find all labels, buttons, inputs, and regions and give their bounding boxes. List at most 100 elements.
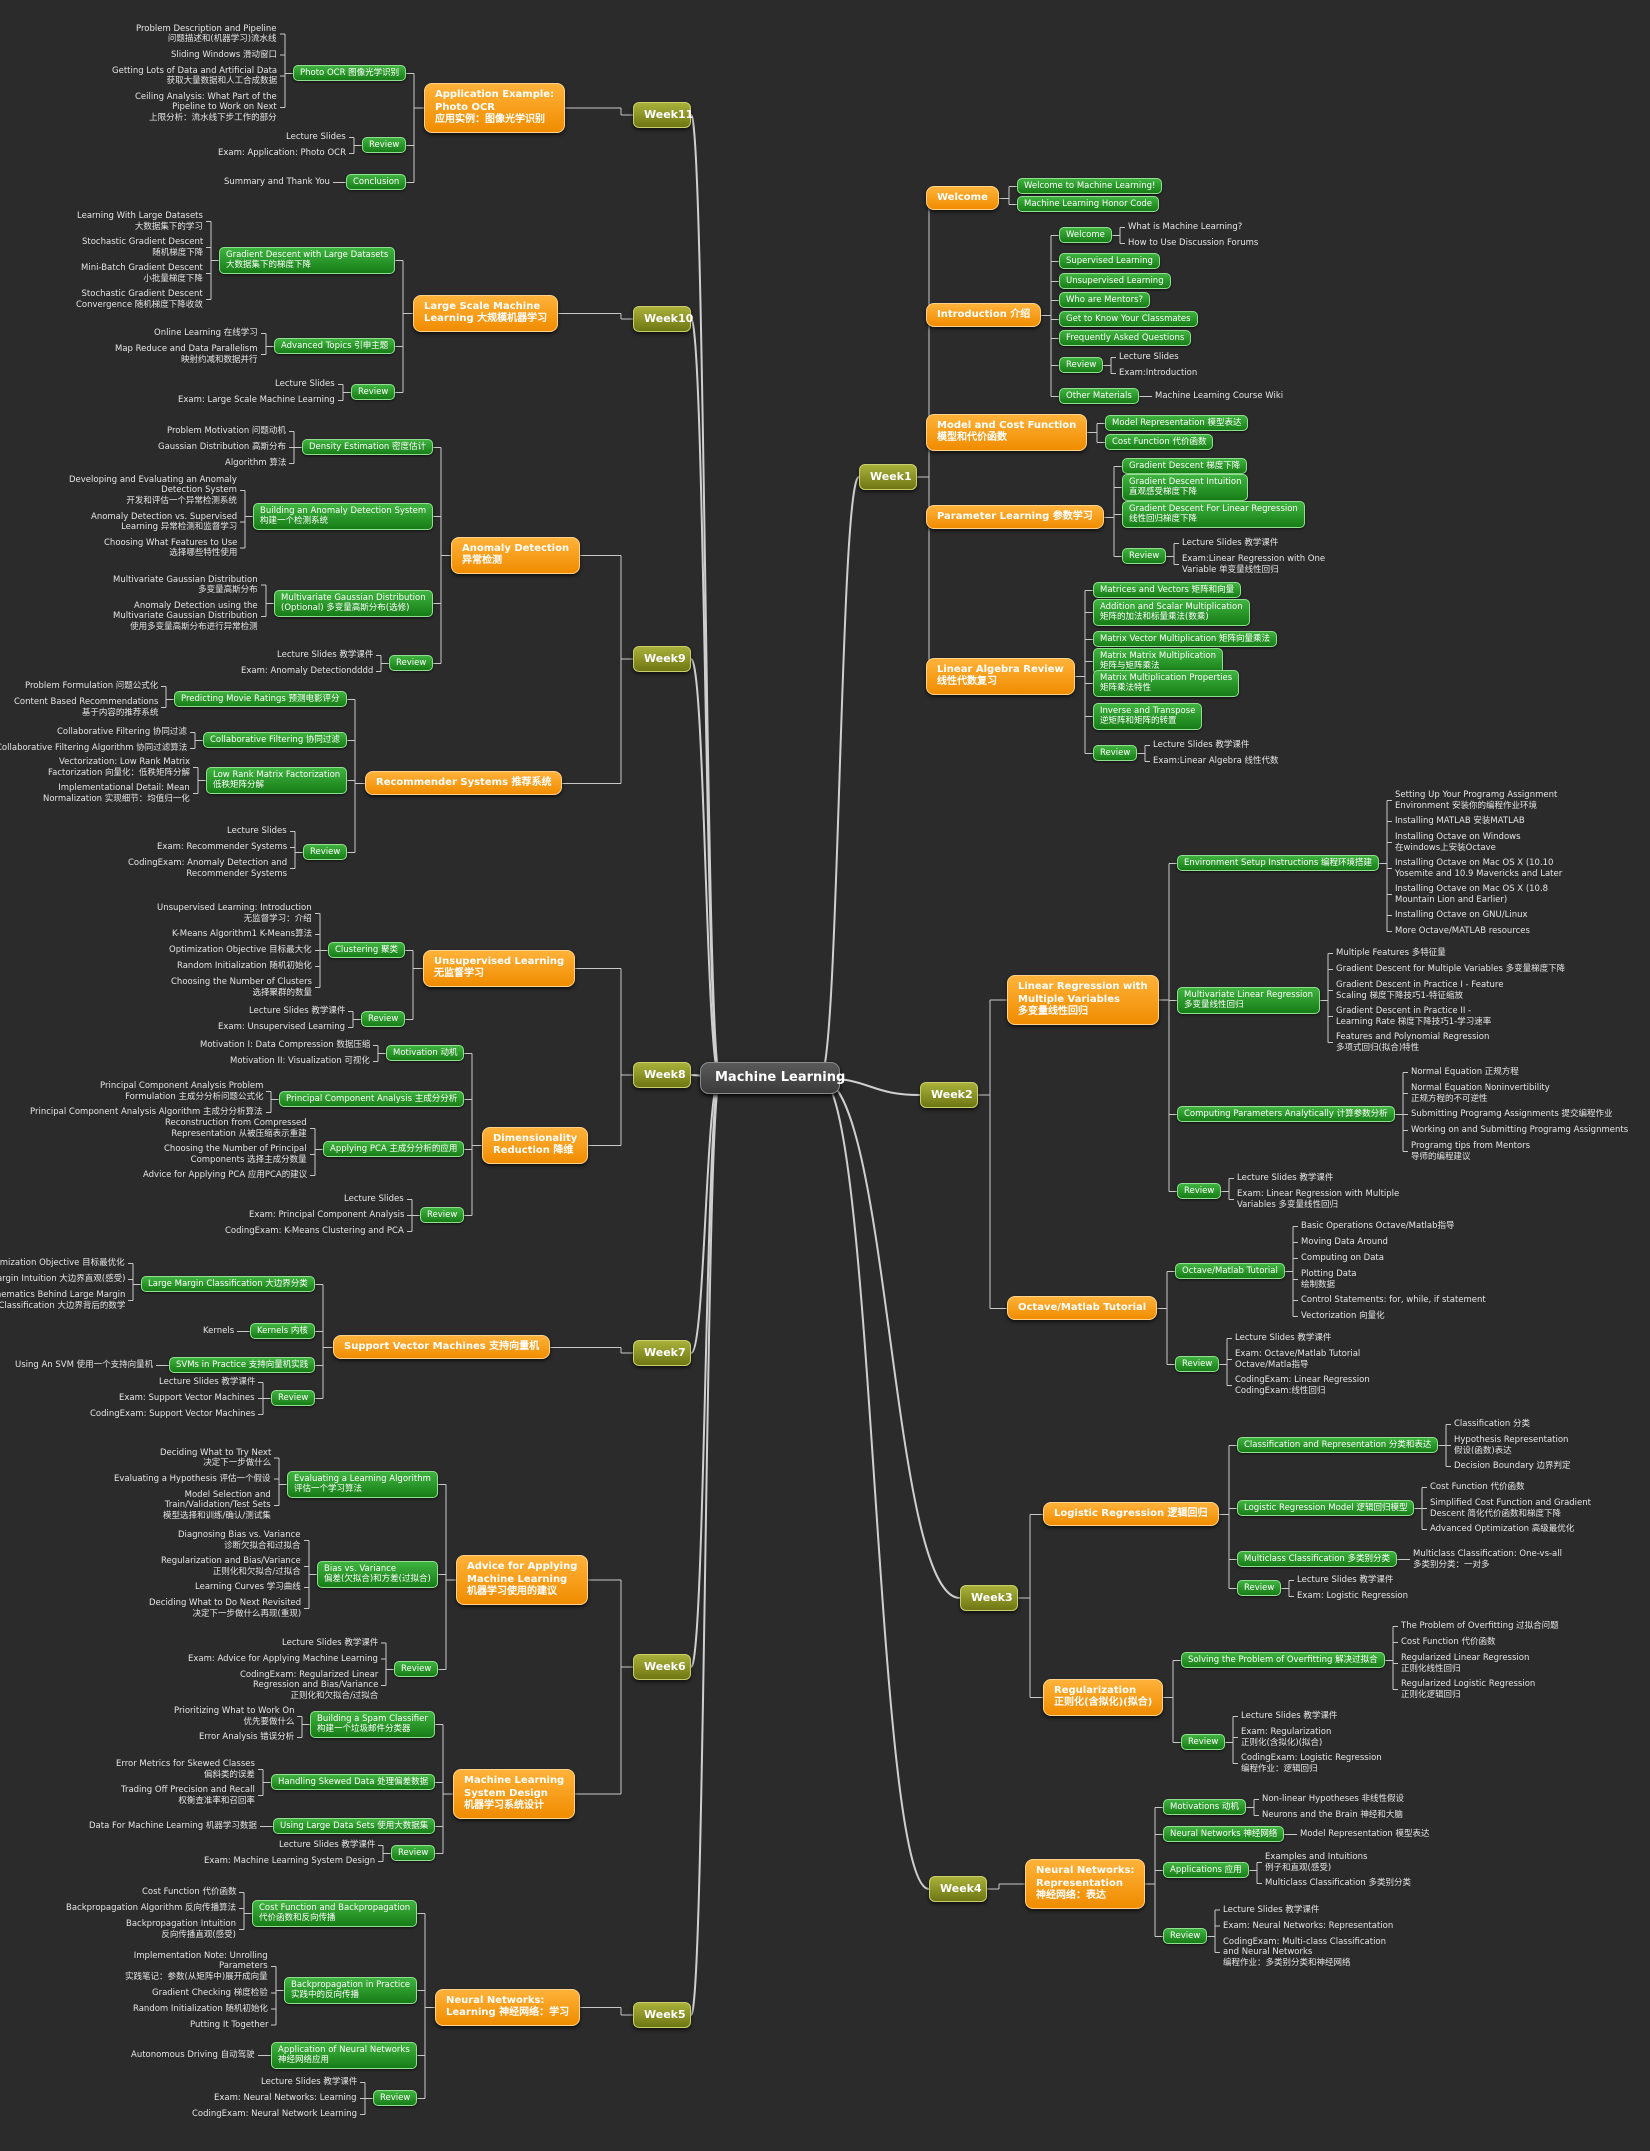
section-node[interactable]: Review (271, 1389, 316, 1407)
leaf-topic[interactable]: Exam: Advice for Applying Machine Learni… (188, 1653, 378, 1664)
leaf-topic[interactable]: Ceiling Analysis: What Part of the Pipel… (135, 91, 277, 123)
leaf-topic[interactable]: Lecture Slides (286, 132, 346, 142)
topic-node[interactable]: Welcome (926, 185, 999, 210)
week-node-week3[interactable]: Week3 (960, 1585, 1018, 1611)
topic-node[interactable]: Neural Networks: Learning 神经网络：学习 (435, 1988, 581, 2026)
leaf-topic[interactable]: Exam: Octave/Matlab Tutorial Octave/Matl… (1235, 1349, 1361, 1370)
leaf-topic[interactable]: Random Initialization 随机初始化 (177, 961, 312, 971)
leaf-topic[interactable]: Algorithm 算法 (225, 458, 287, 468)
leaf-topic[interactable]: Lecture Slides 教学课件 (249, 1006, 346, 1016)
leaf-topic[interactable]: CodingExam: Regularized Linear Regressio… (240, 1669, 379, 1701)
leaf-topic[interactable]: Content Based Recommendations 基于内容的推荐系统 (14, 697, 159, 718)
section-node[interactable]: Unsupervised Learning (1059, 272, 1171, 290)
leaf-topic[interactable]: CodingExam: Anomaly Detection and Recomm… (128, 858, 288, 879)
leaf-topic[interactable]: Problem Description and Pipeline 问题描述和(机… (136, 23, 277, 45)
leaf-topic[interactable]: Large Margin Intuition 大边界直观(感受) (0, 1274, 126, 1284)
section-node[interactable]: Gradient Descent with Large Datasets 大数据… (219, 246, 396, 274)
week-node-week7[interactable]: Week7 (633, 1340, 691, 1366)
leaf-topic[interactable]: CodingExam: K-Means Clustering and PCA (225, 1226, 404, 1236)
section-node[interactable]: Predicting Movie Ratings 预测电影评分 (174, 690, 347, 708)
leaf-topic[interactable]: Map Reduce and Data Parallelism 映射约减和数据并… (115, 344, 258, 365)
leaf-topic[interactable]: Exam: Machine Learning System Design (204, 1856, 376, 1866)
topic-node[interactable]: Neural Networks: Representation 神经网络：表达 (1025, 1859, 1146, 1909)
leaf-topic[interactable]: Unsupervised Learning: Introduction 无监督学… (157, 903, 312, 924)
leaf-topic[interactable]: Getting Lots of Data and Artificial Data… (112, 65, 278, 87)
topic-node[interactable]: Parameter Learning 参数学习 (926, 504, 1104, 529)
section-node[interactable]: Review (303, 843, 348, 861)
section-node[interactable]: Gradient Descent For Linear Regression 线… (1122, 500, 1305, 528)
section-node[interactable]: Who are Mentors? (1059, 291, 1151, 309)
leaf-topic[interactable]: Exam: Logistic Regression (1297, 1591, 1408, 1601)
topic-node[interactable]: Recommender Systems 推荐系统 (365, 770, 563, 795)
section-node[interactable]: Conclusion (346, 173, 407, 191)
leaf-topic[interactable]: The Problem of Overfitting 过拟合问题 (1401, 1621, 1559, 1631)
leaf-topic[interactable]: Learning Curves 学习曲线 (195, 1582, 301, 1592)
leaf-topic[interactable]: Gradient Descent in Practice II - Learni… (1336, 1006, 1492, 1027)
leaf-topic[interactable]: Exam: Anomaly Detectiondddd (241, 666, 374, 676)
section-node[interactable]: Evaluating a Learning Algorithm 评估一个学习算法 (287, 1470, 438, 1498)
section-node[interactable]: Review (1175, 1355, 1220, 1373)
leaf-topic[interactable]: Lecture Slides 教学课件 (277, 650, 374, 660)
leaf-topic[interactable]: Features and Polynomial Regression 多项式回归… (1336, 1032, 1490, 1053)
section-node[interactable]: Review (391, 1844, 436, 1862)
section-node[interactable]: Large Margin Classification 大边界分类 (141, 1275, 315, 1293)
leaf-topic[interactable]: Evaluating a Hypothesis 评估一个假设 (114, 1473, 271, 1484)
section-node[interactable]: Density Estimation 密度估计 (302, 438, 433, 456)
section-node[interactable]: Gradient Descent 梯度下降 (1122, 457, 1248, 475)
topic-node[interactable]: Introduction 介绍 (926, 302, 1042, 327)
leaf-topic[interactable]: Regularization and Bias/Variance 正则化和欠拟合… (161, 1556, 301, 1577)
leaf-topic[interactable]: Installing Octave on Mac OS X (10.10 Yos… (1395, 858, 1563, 879)
section-node[interactable]: Motivations 动机 (1163, 1798, 1246, 1816)
section-node[interactable]: Review (351, 383, 396, 401)
leaf-topic[interactable]: Cost Function 代价函数 (1401, 1637, 1496, 1647)
week-node-week1[interactable]: Week1 (859, 464, 917, 490)
section-node[interactable]: Matrix Vector Multiplication 矩阵向量乘法 (1093, 630, 1278, 648)
leaf-topic[interactable]: Cost Function 代价函数 (142, 1887, 237, 1897)
leaf-topic[interactable]: Exam: Regularization 正则化(含拟化)(拟合) (1241, 1727, 1332, 1748)
section-node[interactable]: Multivariate Linear Regression 多变量线性回归 (1177, 986, 1320, 1014)
leaf-topic[interactable]: Exam: Neural Networks: Learning (214, 2093, 357, 2103)
leaf-topic[interactable]: CodingExam: Logistic Regression 编程作业：逻辑回… (1241, 1753, 1382, 1774)
topic-node[interactable]: Model and Cost Function 模型和代价函数 (926, 413, 1088, 451)
leaf-topic[interactable]: How to Use Discussion Forums (1128, 238, 1259, 248)
leaf-topic[interactable]: Backpropagation Intuition 反向传播直观(感受) (126, 1919, 236, 1940)
leaf-topic[interactable]: Neurons and the Brain 神经和大脑 (1262, 1810, 1403, 1820)
leaf-topic[interactable]: Problem Motivation 问题动机 (167, 426, 286, 436)
leaf-topic[interactable]: Lecture Slides (227, 826, 287, 836)
leaf-topic[interactable]: Plotting Data 绘制数据 (1301, 1269, 1357, 1290)
leaf-topic[interactable]: Non-linear Hypotheses 非线性假设 (1262, 1794, 1405, 1804)
section-node[interactable]: Review (1163, 1927, 1208, 1945)
leaf-topic[interactable]: Programg tips from Mentors 导师的编程建议 (1411, 1141, 1531, 1162)
section-node[interactable]: Review (1059, 356, 1104, 374)
section-node[interactable]: Environment Setup Instructions 编程环境搭建 (1177, 854, 1380, 872)
leaf-topic[interactable]: Optimization Objective 目标最优化 (0, 1258, 125, 1268)
section-node[interactable]: Low Rank Matrix Factorization 低秩矩阵分解 (206, 766, 348, 794)
leaf-topic[interactable]: Multiclass Classification 多类别分类 (1265, 1878, 1412, 1888)
section-node[interactable]: Model Representation 模型表达 (1105, 414, 1249, 432)
leaf-topic[interactable]: Exam:Linear Regression with One Variable… (1182, 554, 1326, 575)
topic-node[interactable]: Machine Learning System Design 机器学习系统设计 (453, 1769, 576, 1819)
leaf-topic[interactable]: Exam: Application: Photo OCR (218, 148, 346, 158)
leaf-topic[interactable]: Learning With Large Datasets 大数据集下的学习 (77, 211, 203, 232)
leaf-topic[interactable]: Lecture Slides 教学课件 (1153, 740, 1250, 750)
leaf-topic[interactable]: Normal Equation Noninvertibility 正规方程的不可… (1411, 1083, 1550, 1104)
section-node[interactable]: SVMs in Practice 支持向量机实践 (169, 1356, 316, 1374)
leaf-topic[interactable]: Decision Boundary 边界判定 (1454, 1461, 1571, 1471)
week-node-week10[interactable]: Week10 (633, 306, 693, 332)
leaf-topic[interactable]: Gradient Descent in Practice I - Feature… (1336, 980, 1504, 1001)
leaf-topic[interactable]: Hypothesis Representation 假设(函数)表达 (1454, 1435, 1569, 1456)
leaf-topic[interactable]: Lecture Slides 教学课件 (1297, 1575, 1394, 1585)
section-node[interactable]: Application of Neural Networks 神经网络应用 (271, 2041, 417, 2069)
section-node[interactable]: Bias vs. Variance 偏差(欠拟合)和方差(过拟合) (317, 1560, 438, 1588)
section-node[interactable]: Cost Function 代价函数 (1105, 433, 1214, 451)
leaf-topic[interactable]: Exam:Introduction (1119, 368, 1198, 378)
leaf-topic[interactable]: Reconstruction from Compressed Represent… (165, 1118, 307, 1139)
topic-node[interactable]: Octave/Matlab Tutorial (1007, 1295, 1158, 1320)
section-node[interactable]: Collaborative Filtering 协同过滤 (203, 731, 347, 749)
leaf-topic[interactable]: Exam:Linear Algebra 线性代数 (1153, 756, 1279, 766)
week-node-week8[interactable]: Week8 (633, 1062, 691, 1088)
leaf-topic[interactable]: Submitting Programg Assignments 提交编程作业 (1411, 1109, 1613, 1119)
leaf-topic[interactable]: Collaborative Filtering Algorithm 协同过滤算法 (0, 743, 188, 753)
leaf-topic[interactable]: Diagnosing Bias vs. Variance 诊断欠拟合和过拟合 (178, 1530, 301, 1551)
section-node[interactable]: Review (362, 136, 407, 154)
